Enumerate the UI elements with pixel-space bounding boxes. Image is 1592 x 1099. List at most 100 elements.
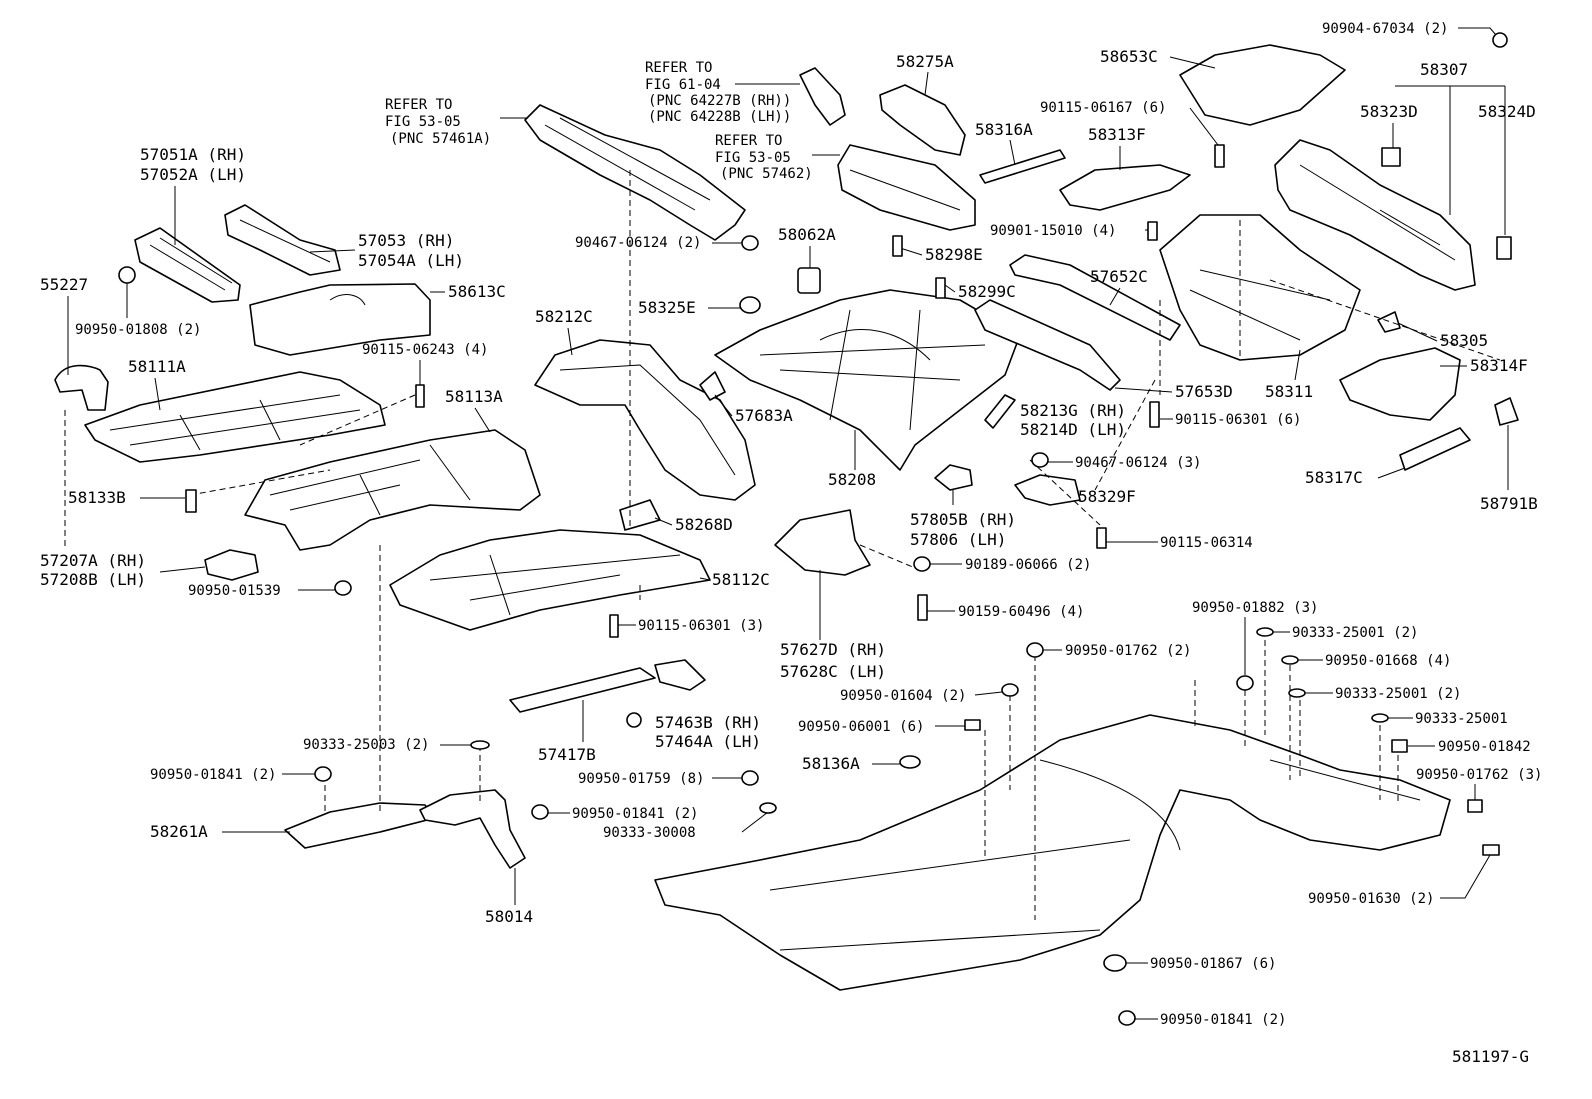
label-58329f[interactable]: 58329F — [1078, 487, 1136, 506]
label-90333-25001-2a[interactable]: 90333-25001 (2) — [1292, 625, 1418, 641]
label-90950-01867[interactable]: 90950-01867 (6) — [1150, 956, 1276, 972]
part-58313f-shape[interactable] — [1059, 164, 1191, 211]
label-58311[interactable]: 58311 — [1265, 382, 1313, 401]
label-58299c[interactable]: 58299C — [958, 282, 1016, 301]
part-58311-shape[interactable] — [1159, 214, 1361, 361]
part-58325e-shape[interactable] — [739, 296, 761, 314]
part-57805b-shape[interactable] — [934, 464, 973, 491]
label-57805b[interactable]: 57805B (RH) — [910, 510, 1016, 529]
part-58324d-shape[interactable] — [1496, 236, 1512, 260]
label-90901-15010[interactable]: 90901-15010 (4) — [990, 223, 1116, 239]
part-58213g-shape[interactable] — [984, 394, 1016, 429]
part-58323d-shape[interactable] — [1381, 147, 1401, 167]
label-90950-01808[interactable]: 90950-01808 (2) — [75, 322, 201, 338]
label-90950-01762-2[interactable]: 90950-01762 (2) — [1065, 643, 1191, 659]
part-58261a-shape[interactable] — [284, 802, 436, 849]
part-58613c-shape[interactable] — [249, 283, 431, 356]
label-58111a[interactable]: 58111A — [128, 357, 186, 376]
part-57417b-shape[interactable] — [509, 667, 656, 713]
label-57051a[interactable]: 57051A (RH) — [140, 145, 246, 164]
label-90115-06167[interactable]: 90115-06167 (6) — [1040, 100, 1166, 116]
label-58314f[interactable]: 58314F — [1470, 356, 1528, 375]
part-58111a-shape[interactable] — [84, 371, 386, 463]
part-57683a-shape[interactable] — [699, 371, 726, 401]
label-90904-67034[interactable]: 90904-67034 (2) — [1322, 21, 1448, 37]
label-58014[interactable]: 58014 — [485, 907, 533, 926]
part-57051a-shape[interactable] — [134, 227, 241, 303]
label-58112c[interactable]: 58112C — [712, 570, 770, 589]
label-58208[interactable]: 58208 — [828, 470, 876, 489]
label-58653c[interactable]: 58653C — [1100, 47, 1158, 66]
label-90159-60496[interactable]: 90159-60496 (4) — [958, 604, 1084, 620]
part-57207a-shape[interactable] — [204, 549, 259, 581]
label-58325e[interactable]: 58325E — [638, 298, 696, 317]
label-58062a[interactable]: 58062A — [778, 225, 836, 244]
label-90950-01842[interactable]: 90950-01842 — [1438, 739, 1531, 755]
part-57653d-shape[interactable] — [974, 299, 1121, 391]
part-55227-liner-shape[interactable] — [54, 364, 109, 411]
label-58275a[interactable]: 58275A — [896, 52, 954, 71]
part-58316a-shape[interactable] — [979, 149, 1066, 184]
label-58261a[interactable]: 58261A — [150, 822, 208, 841]
part-58112c-shape[interactable] — [389, 529, 711, 631]
label-58317c[interactable]: 58317C — [1305, 468, 1363, 487]
label-58323d[interactable]: 58323D — [1360, 102, 1418, 121]
label-90950-01630[interactable]: 90950-01630 (2) — [1308, 891, 1434, 907]
label-90189-06066[interactable]: 90189-06066 (2) — [965, 557, 1091, 573]
part-57627d-shape[interactable] — [774, 509, 871, 576]
label-57627d[interactable]: 57627D (RH) — [780, 640, 886, 659]
part-58275a-shape[interactable] — [879, 84, 966, 156]
label-57652c[interactable]: 57652C — [1090, 267, 1148, 286]
label-90333-25003[interactable]: 90333-25003 (2) — [303, 737, 429, 753]
label-58113a[interactable]: 58113A — [445, 387, 503, 406]
part-58307-shape[interactable] — [1274, 139, 1476, 291]
label-90333-30008[interactable]: 90333-30008 — [603, 825, 696, 841]
label-55227[interactable]: 55227 — [40, 275, 88, 294]
part-58329f-shape[interactable] — [1014, 474, 1081, 506]
label-90333-25001-2b[interactable]: 90333-25001 (2) — [1335, 686, 1461, 702]
label-90950-01759[interactable]: 90950-01759 (8) — [578, 771, 704, 787]
label-58268d[interactable]: 58268D — [675, 515, 733, 534]
label-58307[interactable]: 58307 — [1420, 60, 1468, 79]
label-57052a[interactable]: 57052A (LH) — [140, 165, 246, 184]
label-57628c[interactable]: 57628C (LH) — [780, 662, 886, 681]
label-90950-01882[interactable]: 90950-01882 (3) — [1192, 600, 1318, 616]
label-90115-06243[interactable]: 90115-06243 (4) — [362, 342, 488, 358]
label-57417b[interactable]: 57417B — [538, 745, 596, 764]
part-58314f-shape[interactable] — [1339, 347, 1461, 421]
label-58133b[interactable]: 58133B — [68, 488, 126, 507]
label-90950-01841-c[interactable]: 90950-01841 (2) — [1160, 1012, 1286, 1028]
part-ref-57461a-shape[interactable] — [524, 104, 746, 241]
part-58212c-shape[interactable] — [534, 339, 756, 501]
label-58214d[interactable]: 58214D (LH) — [1020, 420, 1126, 439]
label-57207a[interactable]: 57207A (RH) — [40, 551, 146, 570]
label-58316a[interactable]: 58316A — [975, 120, 1033, 139]
label-90115-06301-6[interactable]: 90115-06301 (6) — [1175, 412, 1301, 428]
label-57208b[interactable]: 57208B (LH) — [40, 570, 146, 589]
label-57054a[interactable]: 57054A (LH) — [358, 251, 464, 270]
label-90950-01539[interactable]: 90950-01539 — [188, 583, 281, 599]
part-ref-64227b-shape[interactable] — [799, 67, 846, 126]
part-57463b-shape[interactable] — [654, 659, 706, 691]
label-57463b[interactable]: 57463B (RH) — [655, 713, 761, 732]
label-90333-25001[interactable]: 90333-25001 — [1415, 711, 1508, 727]
part-58208-shape[interactable] — [714, 289, 1021, 471]
label-57683a[interactable]: 57683A — [735, 406, 793, 425]
label-58305[interactable]: 58305 — [1440, 331, 1488, 350]
label-90950-01604[interactable]: 90950-01604 (2) — [840, 688, 966, 704]
label-58324d[interactable]: 58324D — [1478, 102, 1536, 121]
label-58136a[interactable]: 58136A — [802, 754, 860, 773]
label-90115-06314[interactable]: 90115-06314 — [1160, 535, 1253, 551]
label-58298e[interactable]: 58298E — [925, 245, 983, 264]
label-58213g[interactable]: 58213G (RH) — [1020, 401, 1126, 420]
label-58313f[interactable]: 58313F — [1088, 125, 1146, 144]
part-58014-shape[interactable] — [419, 789, 526, 869]
label-90115-06301-3[interactable]: 90115-06301 (3) — [638, 618, 764, 634]
label-90467-06124-2[interactable]: 90467-06124 (2) — [575, 235, 701, 251]
label-57053[interactable]: 57053 (RH) — [358, 231, 454, 250]
part-58791b-shape[interactable] — [1494, 397, 1519, 426]
part-floor-undercover-shape[interactable] — [654, 714, 1451, 991]
label-57464a[interactable]: 57464A (LH) — [655, 732, 761, 751]
label-90467-06124-3[interactable]: 90467-06124 (3) — [1075, 455, 1201, 471]
part-55227-shape[interactable] — [118, 266, 136, 284]
